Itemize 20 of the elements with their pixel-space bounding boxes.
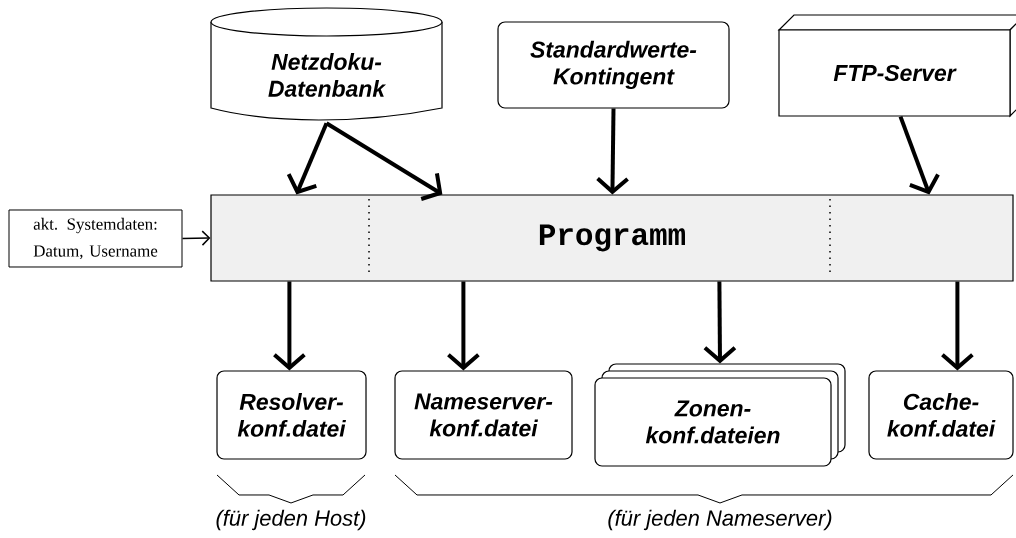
note: (für jeden Nameserver) [608,509,832,531]
arrow [447,281,480,371]
file-stack: Zonen-konf.dateien [594,363,846,467]
file-box: Nameserver-konf.datei [394,370,573,460]
source-box: Standardwerte-Kontingent [497,21,730,109]
file-box: Cache-konf.datei [868,370,1014,460]
database-cylinder: Netzdoku-Datenbank [210,7,443,121]
arrow [898,115,940,195]
node-label: Netzdoku-Datenbank [268,53,387,97]
note: (für jeden Host) [216,509,366,531]
arrow [596,108,629,195]
arrow [286,122,329,195]
arrow [181,230,211,246]
file-box: Resolver-konf.datei [216,370,367,460]
program-bar: Programm [210,194,1014,282]
arrow [325,121,443,201]
arrow [941,281,974,371]
arrow [273,281,306,371]
input-box: akt. Systemdaten: Datum, Username [8,209,183,268]
arrow [703,281,737,364]
